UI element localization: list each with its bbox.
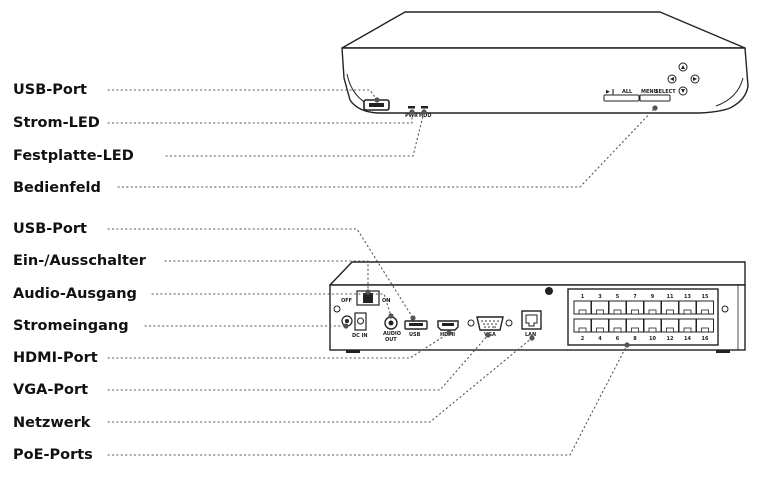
led-hdd-text: HDD	[419, 113, 432, 119]
lan-text: LAN	[525, 332, 536, 338]
screw-icon	[545, 287, 553, 295]
switch-off-text: OFF	[341, 298, 352, 304]
label-power-switch: Ein-/Ausschalter	[13, 253, 146, 269]
dpad-icon	[667, 62, 700, 96]
poe-port-icon	[626, 300, 644, 315]
label-power-input: Stromeingang	[13, 318, 129, 334]
rear-device: OFF ON DC IN AUDIO OUT USB HDMI	[329, 261, 746, 353]
label-poe-ports: PoE-Ports	[13, 447, 93, 463]
btn-menu-text: MENU	[641, 89, 658, 95]
leader-dots	[343, 97, 658, 348]
poe-port-icon	[696, 300, 714, 315]
label-control-panel: Bedienfeld	[13, 180, 101, 196]
poe-bottom-number: 4	[598, 336, 602, 342]
audio-out-text-1: AUDIO	[383, 331, 401, 337]
power-led-icon	[408, 106, 415, 109]
poe-port-icon	[643, 300, 662, 315]
poe-bottom-number: 8	[633, 336, 637, 342]
poe-port-icon	[643, 318, 662, 333]
poe-top-number: 15	[702, 294, 709, 300]
btn-select-text: SELECT	[655, 89, 676, 95]
poe-port-icon	[591, 318, 609, 333]
label-front-usb-port: USB-Port	[13, 82, 87, 98]
dc-in-text: DC IN	[352, 333, 368, 339]
poe-port-icon	[573, 318, 592, 333]
poe-port-icon	[608, 318, 627, 333]
poe-port-icon	[573, 300, 592, 315]
poe-bottom-number: 6	[616, 336, 620, 342]
poe-bottom-number: 12	[667, 336, 674, 342]
poe-top-number: 9	[651, 294, 655, 300]
poe-port-icon	[678, 300, 697, 315]
poe-block-icon	[567, 288, 719, 346]
poe-top-number: 7	[633, 294, 637, 300]
label-audio-out: Audio-Ausgang	[13, 286, 137, 302]
btn-all-text: ALL	[622, 89, 633, 95]
poe-port-icon	[591, 300, 609, 315]
poe-port-icon	[696, 318, 714, 333]
hdd-led-icon	[421, 106, 428, 109]
poe-port-icon	[678, 318, 697, 333]
poe-port-icon	[661, 300, 679, 315]
vga-icon	[476, 316, 504, 331]
poe-bottom-number: 2	[581, 336, 585, 342]
poe-top-number: 11	[667, 294, 674, 300]
poe-bottom-number: 16	[702, 336, 709, 342]
label-vga-port: VGA-Port	[13, 382, 89, 398]
poe-top-number: 3	[598, 294, 602, 300]
audio-out-text-2: OUT	[385, 337, 397, 343]
label-power-led: Strom-LED	[13, 115, 100, 131]
label-network: Netzwerk	[13, 415, 91, 431]
poe-bottom-number: 14	[684, 336, 691, 342]
leader-lines	[107, 89, 656, 456]
poe-bottom-number: 10	[649, 336, 656, 342]
poe-top-number: 13	[684, 294, 691, 300]
front-device: PWR HDD ▶ ‖ ALL MENU SELECT	[341, 11, 749, 119]
poe-bottom-labels: 2 4 6 8 10 12 14 16	[581, 336, 709, 342]
btn-play-text: ▶ ‖	[606, 89, 614, 95]
led-pwr-text: PWR	[405, 113, 418, 119]
label-rear-usb-port: USB-Port	[13, 221, 87, 237]
label-hdd-led: Festplatte-LED	[13, 148, 134, 164]
poe-port-icon	[608, 300, 627, 315]
poe-port-icon	[661, 318, 679, 333]
poe-port-icon	[626, 318, 644, 333]
poe-top-number: 1	[581, 294, 585, 300]
poe-top-number: 5	[616, 294, 620, 300]
label-hdmi-port: HDMI-Port	[13, 350, 98, 366]
usb-text: USB	[409, 332, 421, 338]
